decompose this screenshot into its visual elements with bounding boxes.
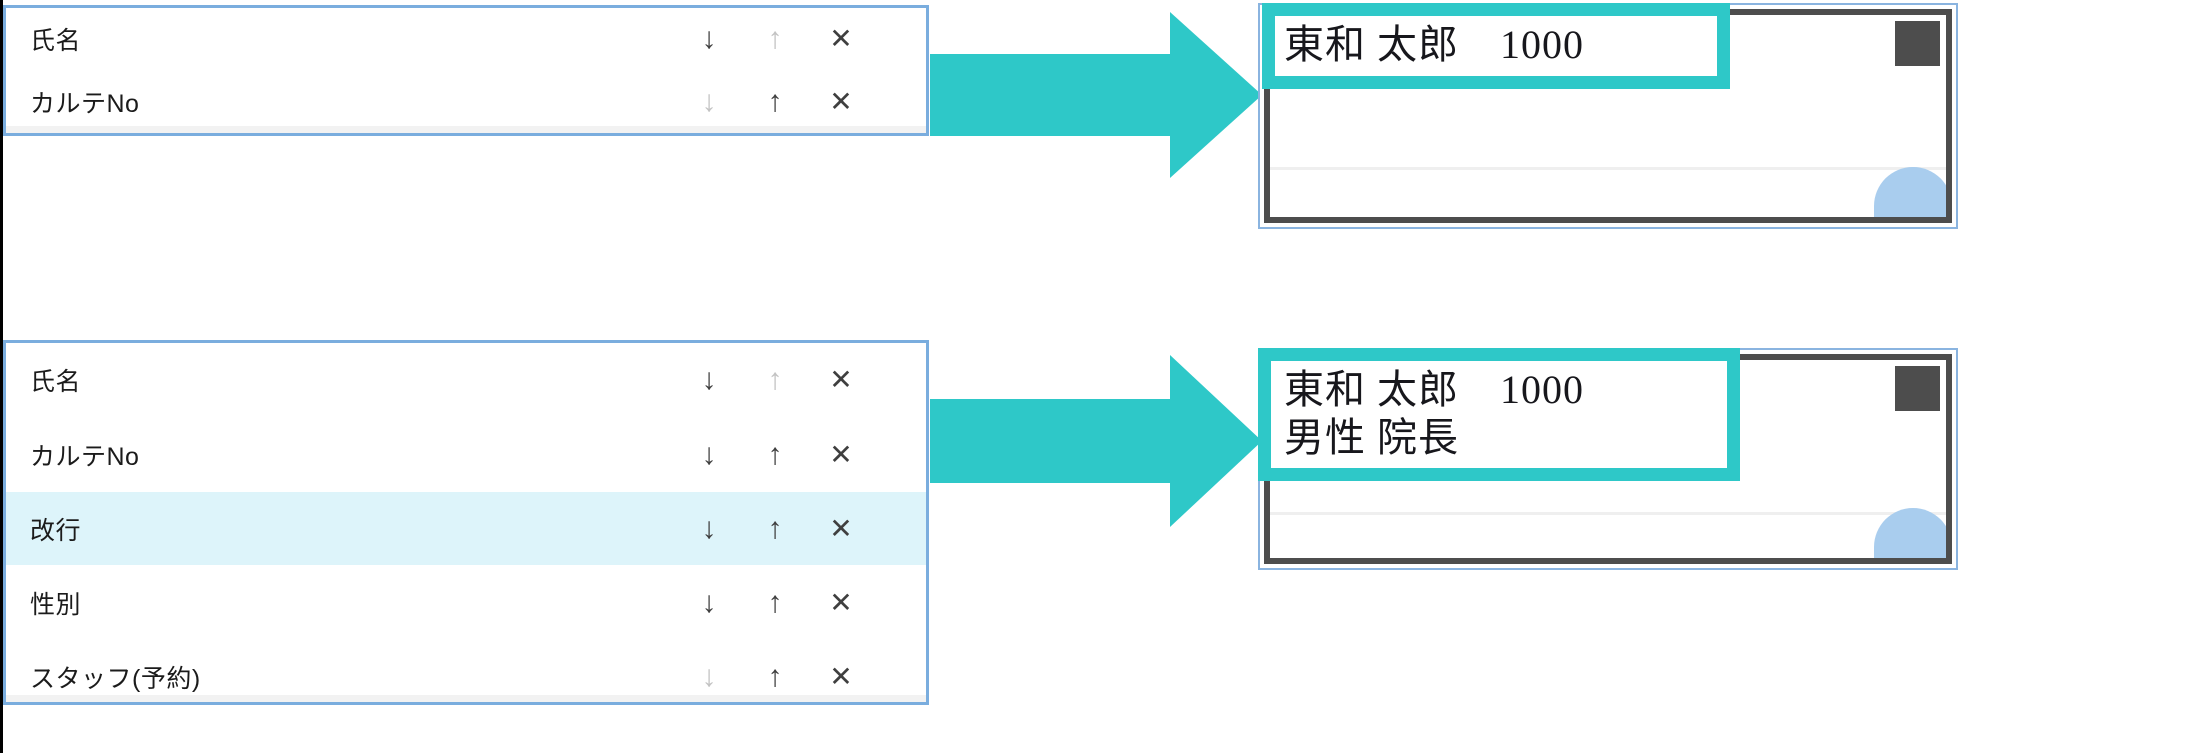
card-canvas: 東和 太郎 1000 bbox=[1264, 9, 1952, 223]
card-canvas: 東和 太郎 1000 男性 院長 bbox=[1264, 354, 1952, 564]
corner-square-icon bbox=[1895, 366, 1940, 411]
arrow-down-icon[interactable]: ↓ bbox=[701, 585, 717, 619]
field-row-label: スタッフ(予約) bbox=[30, 664, 201, 693]
page-gutter-line bbox=[0, 0, 3, 753]
corner-blob-icon bbox=[1874, 508, 1946, 558]
row-actions: ↓ ↑ ✕ bbox=[676, 511, 874, 545]
field-list-after[interactable]: 氏名 ↓ ↑ ✕ カルテNo ↓ ↑ ✕ 改行 ↓ ↑ ✕ 性別 ↓ ↑ ✕ スタッフ(予約) ↓ ↑ ✕ bbox=[3, 340, 929, 705]
arrow-down-icon: ↓ bbox=[701, 659, 717, 693]
list-bottom-strip bbox=[6, 126, 926, 133]
field-list-before-rows: 氏名 ↓ ↑ ✕ カルテNo ↓ ↑ ✕ bbox=[6, 8, 926, 132]
arrow-up-icon[interactable]: ↑ bbox=[767, 585, 783, 619]
arrow-up-icon: ↑ bbox=[767, 22, 783, 55]
row-actions: ↓ ↑ ✕ bbox=[676, 585, 874, 619]
field-row-label: 氏名 bbox=[30, 368, 82, 396]
field-list-before[interactable]: 氏名 ↓ ↑ ✕ カルテNo ↓ ↑ ✕ bbox=[3, 5, 929, 136]
field-row[interactable]: カルテNo ↓ ↑ ✕ bbox=[6, 70, 926, 132]
arrow-up-icon[interactable]: ↑ bbox=[767, 437, 783, 471]
corner-square-icon bbox=[1895, 21, 1940, 66]
close-icon[interactable]: ✕ bbox=[829, 364, 853, 395]
close-icon[interactable]: ✕ bbox=[829, 438, 853, 470]
field-row[interactable]: 性別 ↓ ↑ ✕ bbox=[6, 565, 926, 639]
arrow-up-icon[interactable]: ↑ bbox=[767, 84, 783, 118]
flow-arrow-top bbox=[930, 12, 1262, 178]
row-actions: ↓ ↑ ✕ bbox=[676, 365, 874, 395]
row-actions: ↓ ↑ ✕ bbox=[676, 659, 874, 693]
corner-blob-icon bbox=[1874, 167, 1946, 217]
field-list-after-rows: 氏名 ↓ ↑ ✕ カルテNo ↓ ↑ ✕ 改行 ↓ ↑ ✕ 性別 ↓ ↑ ✕ スタッフ(予約) ↓ ↑ ✕ bbox=[6, 343, 926, 702]
row-actions: ↓ ↑ ✕ bbox=[676, 24, 874, 54]
field-row-label: 改行 bbox=[30, 516, 82, 545]
arrow-up-icon[interactable]: ↑ bbox=[767, 659, 783, 693]
arrow-down-icon[interactable]: ↓ bbox=[701, 363, 717, 396]
card-preview-before: 東和 太郎 1000 bbox=[1258, 3, 1958, 229]
field-row-label: カルテNo bbox=[30, 442, 140, 471]
field-row-label: 性別 bbox=[30, 590, 82, 619]
field-row[interactable]: スタッフ(予約) ↓ ↑ ✕ bbox=[6, 639, 926, 702]
arrow-down-icon: ↓ bbox=[701, 84, 717, 118]
flow-arrow-bottom bbox=[930, 355, 1262, 527]
arrow-down-icon[interactable]: ↓ bbox=[701, 511, 717, 545]
field-row[interactable]: 氏名 ↓ ↑ ✕ bbox=[6, 343, 926, 417]
field-row[interactable]: カルテNo ↓ ↑ ✕ bbox=[6, 417, 926, 491]
arrow-up-icon: ↑ bbox=[767, 363, 783, 396]
card-text-before: 東和 太郎 1000 bbox=[1284, 22, 1584, 67]
close-icon[interactable]: ✕ bbox=[829, 660, 853, 692]
card-text-after: 東和 太郎 1000 男性 院長 bbox=[1284, 367, 1584, 460]
field-row-label: 氏名 bbox=[30, 27, 82, 55]
arrow-down-icon[interactable]: ↓ bbox=[701, 22, 717, 55]
close-icon[interactable]: ✕ bbox=[829, 512, 853, 544]
row-actions: ↓ ↑ ✕ bbox=[676, 437, 874, 471]
card-divider bbox=[1270, 512, 1946, 515]
card-preview-after: 東和 太郎 1000 男性 院長 bbox=[1258, 348, 1958, 570]
arrow-down-icon[interactable]: ↓ bbox=[701, 437, 717, 471]
card-divider bbox=[1270, 167, 1946, 170]
close-icon[interactable]: ✕ bbox=[829, 23, 853, 54]
row-actions: ↓ ↑ ✕ bbox=[676, 84, 874, 118]
field-row[interactable]: 改行 ↓ ↑ ✕ bbox=[6, 491, 926, 565]
field-row[interactable]: 氏名 ↓ ↑ ✕ bbox=[6, 8, 926, 70]
list-bottom-strip bbox=[6, 695, 926, 702]
close-icon[interactable]: ✕ bbox=[829, 85, 853, 117]
arrow-up-icon[interactable]: ↑ bbox=[767, 511, 783, 545]
close-icon[interactable]: ✕ bbox=[829, 586, 853, 618]
field-row-label: カルテNo bbox=[30, 89, 140, 118]
